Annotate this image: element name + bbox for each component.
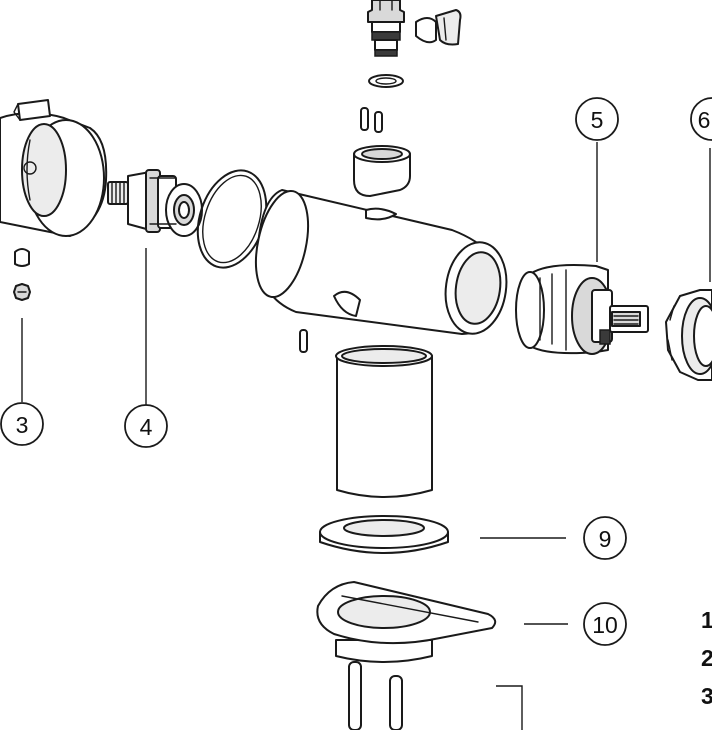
pin-4 — [348, 661, 362, 730]
pin-5 — [389, 675, 403, 730]
sleeve-cylinder-part — [335, 345, 433, 498]
svg-text:4: 4 — [140, 414, 153, 440]
callout-3: 3 — [0, 402, 44, 446]
edge-list-item-2: 2 — [701, 645, 712, 671]
top-o-ring — [368, 74, 404, 88]
edge-list-item-1: 1 — [701, 607, 712, 633]
main-body-part — [254, 189, 508, 335]
washer-ring-part — [319, 515, 449, 554]
leader-bracket — [496, 685, 523, 730]
svg-text:5: 5 — [591, 107, 604, 133]
callout-10: 10 — [583, 602, 627, 646]
svg-text:10: 10 — [592, 612, 618, 638]
svg-text:6: 6 — [698, 107, 711, 133]
edge-list-item-3: 3 — [701, 683, 712, 709]
callout-5: 5 — [575, 97, 619, 141]
handle-cap-part — [0, 99, 108, 237]
pin-3 — [299, 329, 308, 353]
svg-text:3: 3 — [16, 412, 29, 438]
escutcheon-plate-part — [316, 581, 497, 663]
callout-6: 6 — [690, 97, 712, 141]
thermostatic-cartridge-part — [515, 264, 649, 355]
nut-ring-part — [665, 289, 712, 381]
callout-9: 9 — [583, 516, 627, 560]
collar-part — [353, 145, 411, 197]
valve-cartridge-part — [107, 169, 203, 237]
top-clip-part — [415, 9, 462, 46]
small-screw-part — [13, 248, 31, 301]
pin-1 — [360, 107, 369, 131]
svg-text:9: 9 — [599, 526, 612, 552]
callout-4: 4 — [124, 404, 168, 448]
top-stem-part — [367, 0, 405, 57]
pin-2 — [374, 111, 383, 133]
